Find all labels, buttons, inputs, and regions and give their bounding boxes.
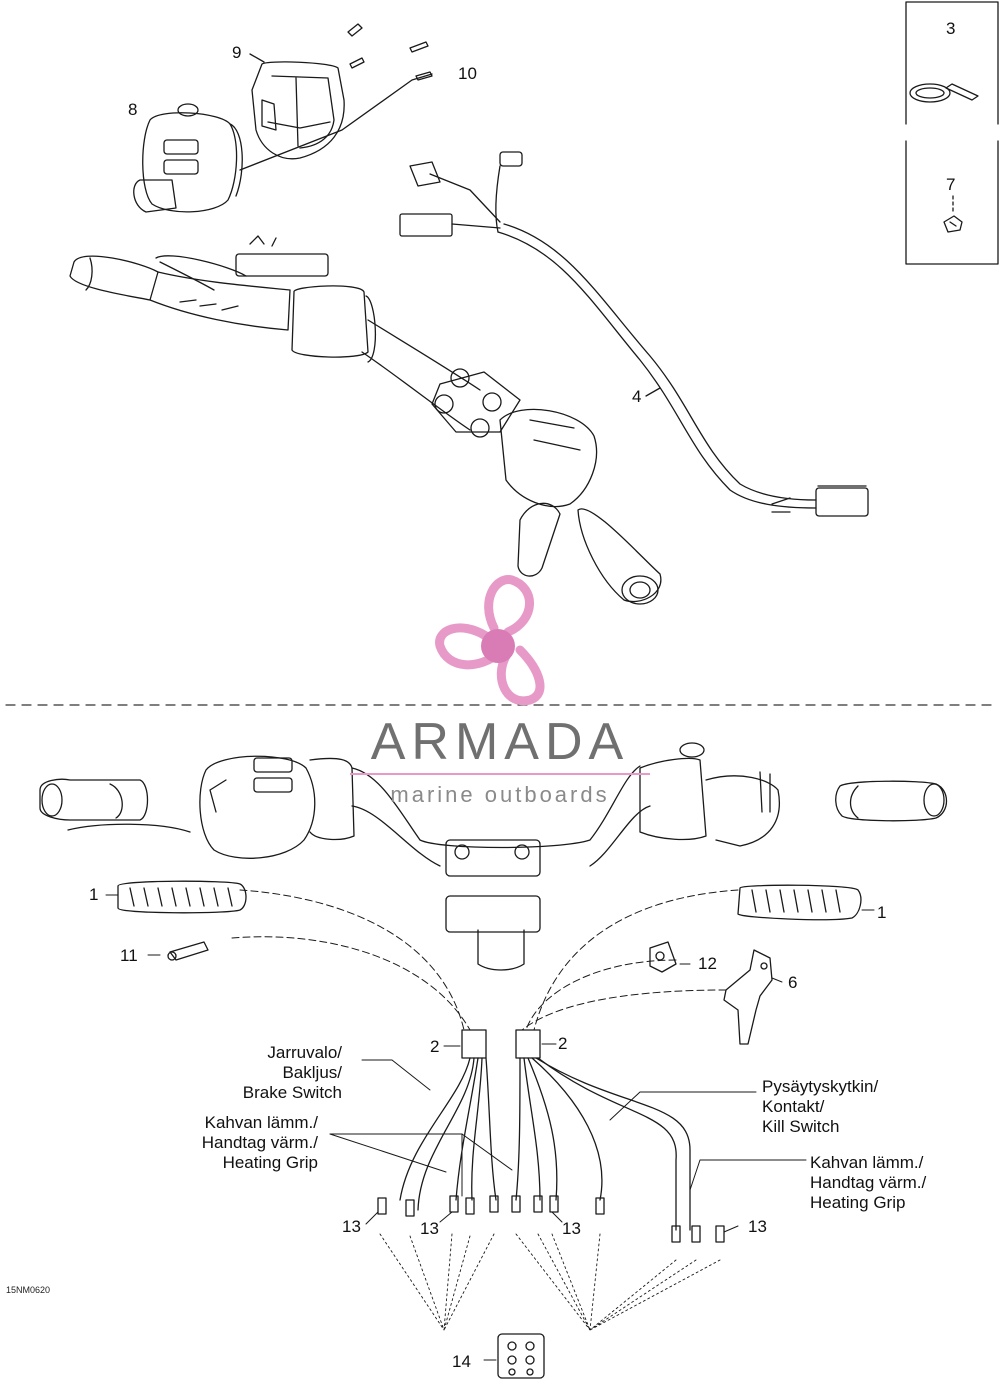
watermark-propeller-icon — [435, 575, 545, 706]
callout-brake-switch: Jarruvalo/ Bakljus/ Brake Switch — [242, 1043, 342, 1102]
control-switch-part — [133, 103, 243, 213]
cable-tie-part — [909, 83, 979, 103]
kit-box — [905, 1, 999, 265]
grip-part — [117, 880, 862, 921]
connector-part — [497, 1333, 545, 1379]
diagram-code: 15NM0620 — [6, 1285, 51, 1295]
bottom-handlebar-assembly — [39, 742, 948, 971]
callout-heating-grip-right: Kahvan lämm./ Handtag värm./ Heating Gri… — [810, 1153, 927, 1212]
label-leaders — [105, 894, 875, 1361]
part-number-10: 10 — [458, 64, 477, 83]
wire-lines — [231, 889, 739, 1031]
part-number-7: 7 — [946, 175, 956, 194]
wire-lines — [399, 1057, 691, 1231]
clip-part — [943, 195, 963, 233]
part-number-3: 3 — [946, 19, 956, 38]
sleeve-part — [461, 1029, 541, 1059]
terminal-part — [377, 1195, 725, 1243]
part-number-2-right: 2 — [558, 1034, 568, 1053]
part-number-11: 11 — [120, 946, 138, 965]
wiring-harness-part — [399, 151, 869, 517]
part-number-13-b: 13 — [420, 1219, 439, 1238]
part-number-14: 14 — [452, 1352, 471, 1371]
sensor-part — [167, 941, 209, 961]
part-number-9: 9 — [232, 43, 242, 62]
part-number-1-right: 1 — [877, 903, 887, 922]
switch-housing-part — [251, 61, 345, 160]
part-number-13-c: 13 — [562, 1219, 581, 1238]
callout-heating-grip-left: Kahvan lämm./ Handtag värm./ Heating Gri… — [201, 1113, 318, 1172]
part-number-4: 4 — [632, 387, 642, 406]
bracket-part — [723, 949, 773, 1045]
watermark-brand: ARMADA — [370, 713, 630, 771]
clip-nut-part — [649, 941, 677, 973]
part-number-2-left: 2 — [430, 1037, 440, 1056]
callout-kill-switch: Pysäytyskytkin/ Kontakt/ Kill Switch — [762, 1077, 879, 1136]
part-number-6: 6 — [788, 973, 798, 992]
part-number-13-d: 13 — [748, 1217, 767, 1236]
watermark-tagline: marine outboards — [390, 782, 610, 807]
handlebar-assembly — [69, 235, 662, 605]
part-number-13-a: 13 — [342, 1217, 361, 1236]
part-number-12: 12 — [698, 954, 717, 973]
screw-part — [347, 23, 433, 81]
leader-lines — [379, 1233, 721, 1331]
part-number-1-left: 1 — [89, 885, 99, 904]
part-number-8: 8 — [128, 100, 138, 119]
